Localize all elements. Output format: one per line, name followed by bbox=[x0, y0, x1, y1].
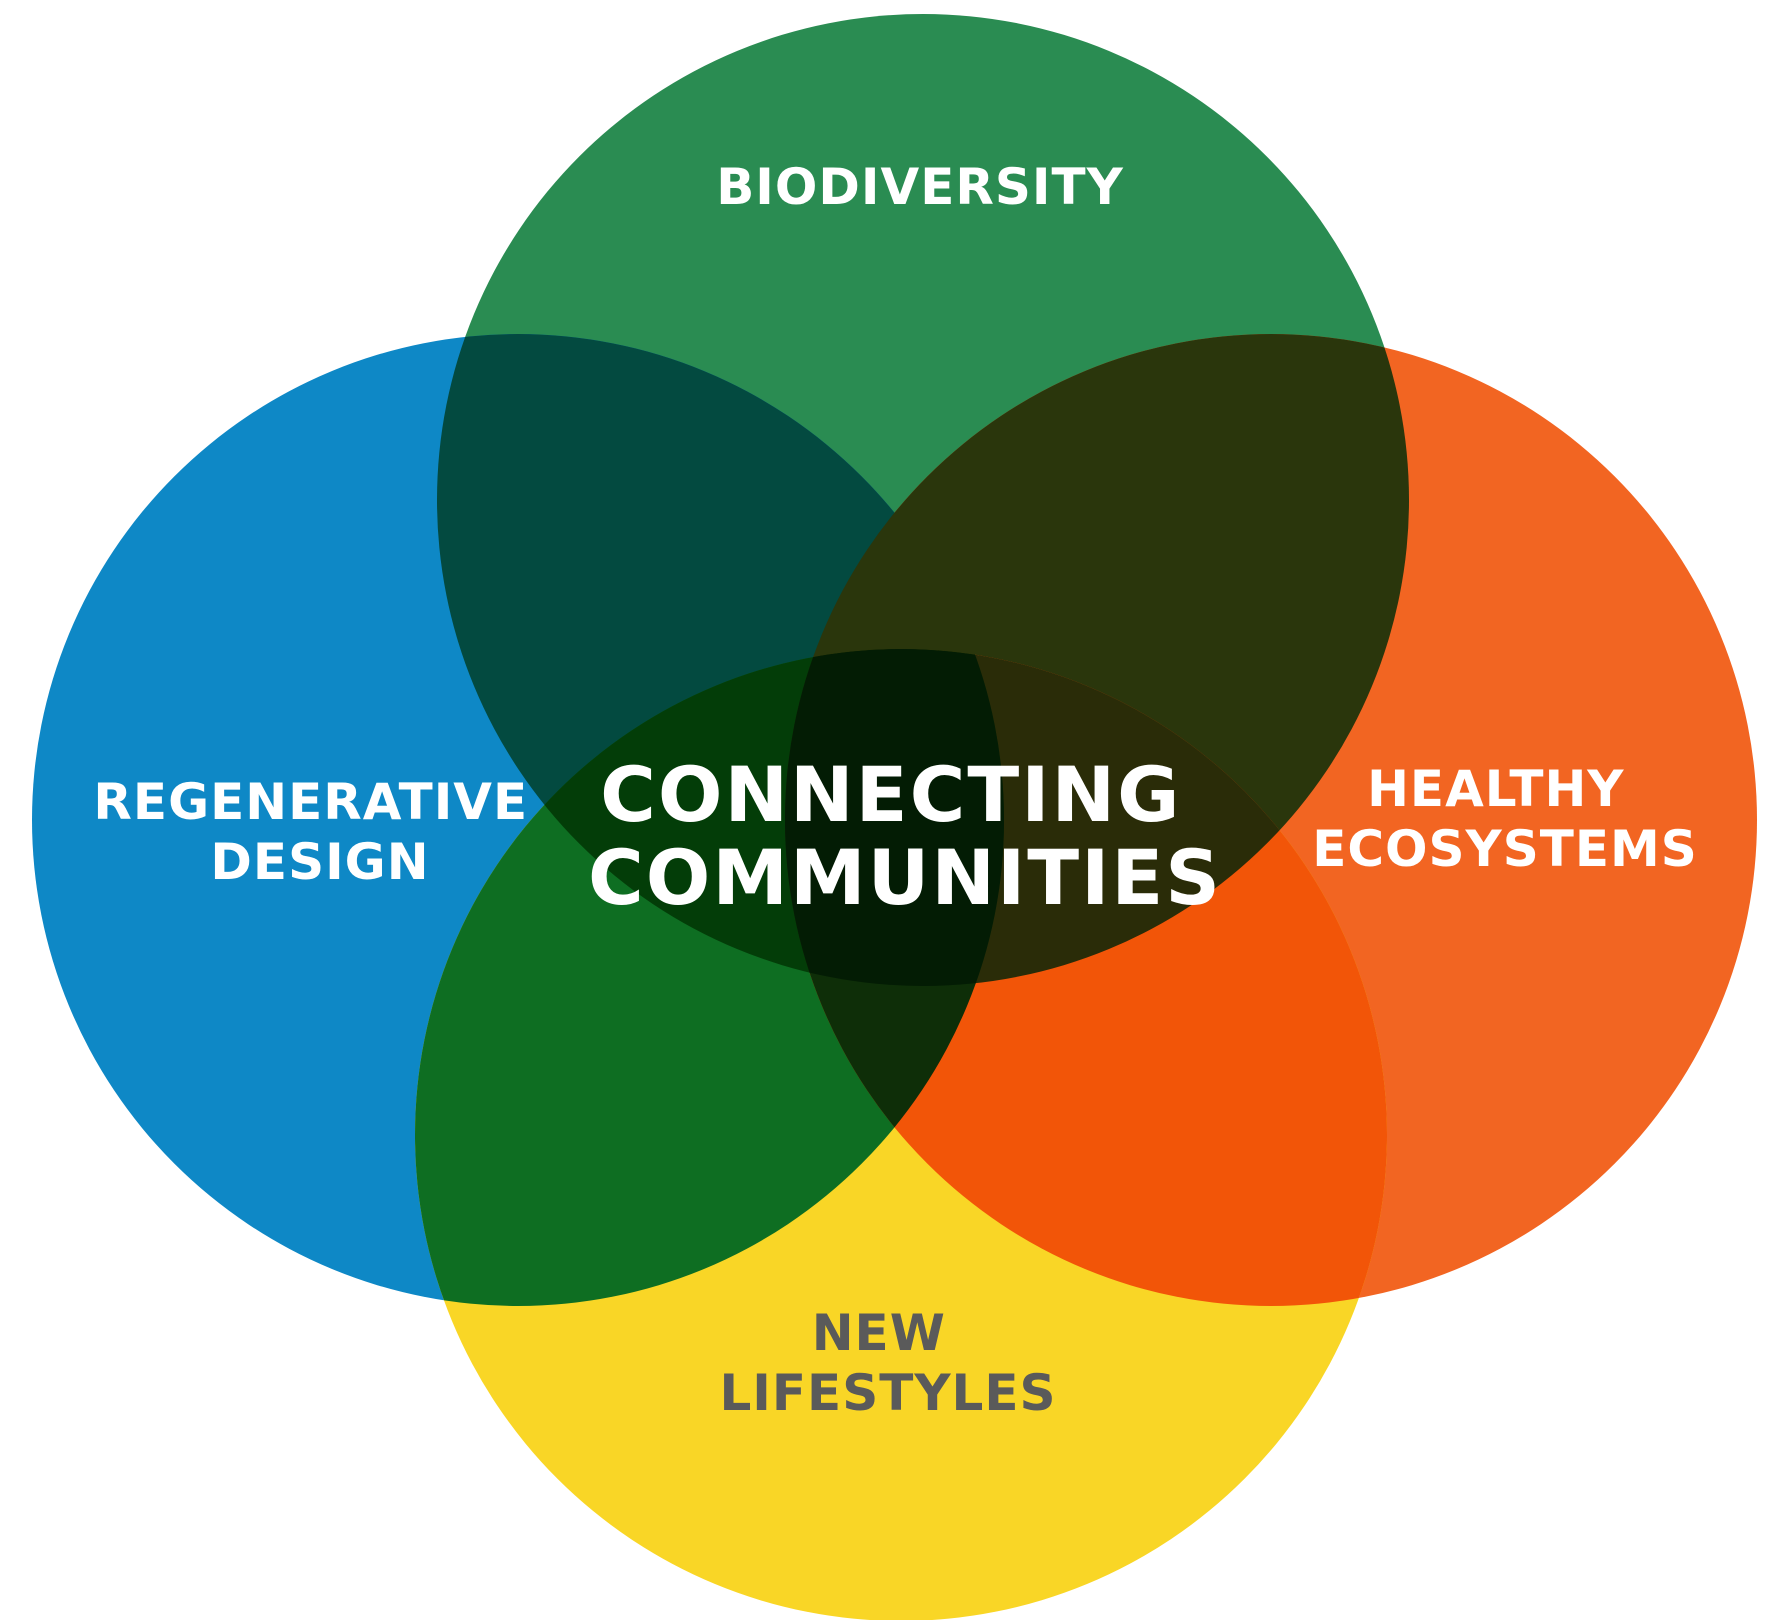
overlap-bio-healthy-lifestyles bbox=[785, 649, 1387, 986]
label-new-lifestyles: NEW LIFESTYLES bbox=[719, 1304, 1056, 1422]
overlap-bio-regen-lifestyles bbox=[437, 649, 1004, 986]
label-biodiversity: BIODIVERSITY bbox=[716, 158, 1124, 216]
label-connecting-communities: CONNECTING COMMUNITIES bbox=[588, 750, 1222, 922]
label-regenerative-design: REGENERATIVE DESIGN bbox=[93, 773, 546, 891]
label-healthy-ecosystems: HEALTHY ECOSYSTEMS bbox=[1312, 760, 1698, 878]
